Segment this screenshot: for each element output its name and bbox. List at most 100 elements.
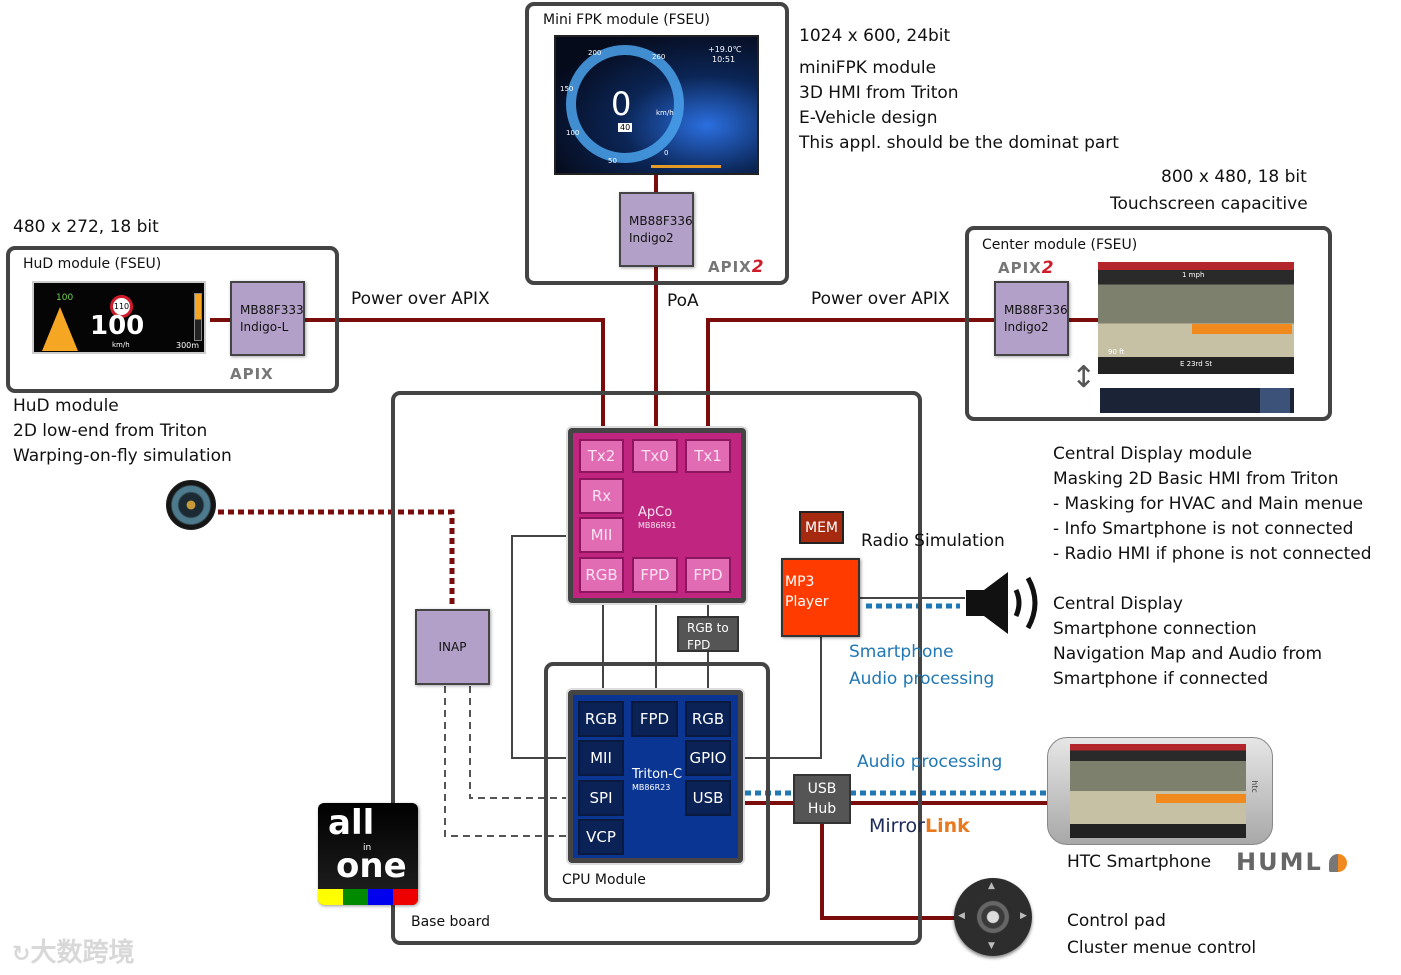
- mp3-player: MP3 Player: [781, 558, 860, 637]
- all-in-one-logo: all in one: [318, 803, 418, 905]
- hud-title: HuD module (FSEU): [23, 256, 162, 272]
- logo-all: all: [328, 803, 375, 843]
- watermark: ↻大数跨境: [12, 938, 135, 968]
- hud-distance: 300m: [176, 341, 200, 350]
- huml-bird-icon: [1328, 854, 1347, 872]
- apco-pin-tx0: Tx0: [632, 439, 678, 473]
- mini-fpk-screen: 0 km/h 40 +19.0℃ 10:51 200 260 150 100 5…: [554, 35, 759, 175]
- hud-set-speed: 100: [56, 293, 74, 303]
- speed-limit: 40: [618, 123, 633, 132]
- triton-pin-mii: MII: [578, 740, 624, 776]
- apco-pin-rgb: RGB: [579, 557, 624, 593]
- apco-pin-fpd-2: FPD: [685, 557, 731, 593]
- hud-note-2: 2D low-end from Triton: [13, 421, 208, 441]
- hud-note-3: Warping-on-fly simulation: [13, 446, 232, 466]
- speaker-icon: [966, 572, 1038, 634]
- rgb-to-fpd-converter: RGB to FPD: [677, 616, 739, 652]
- center-note-b-1: Central Display: [1053, 594, 1183, 614]
- inap-chip: INAP: [415, 609, 490, 685]
- chip-name: Indigo2: [1004, 319, 1049, 334]
- usb-hub: USB Hub: [793, 774, 851, 824]
- apix2-logo: APIX2: [998, 258, 1055, 278]
- mini-fpk-chip: MB88F336 Indigo2: [619, 192, 694, 267]
- huml-logo: HUML: [1236, 848, 1347, 876]
- control-pad-label-1: Control pad: [1067, 911, 1166, 931]
- inap-spi-link: [469, 686, 575, 799]
- triton-pin-rgb-1: RGB: [578, 701, 624, 737]
- phone-brand-mark: htc: [1249, 780, 1259, 793]
- hud-unit: km/h: [112, 341, 130, 349]
- center-note-b-4: Smartphone if connected: [1053, 669, 1269, 689]
- mini-fpk-note-4: This appl. should be the dominat part: [799, 133, 1119, 153]
- triton-name: Triton-C: [632, 767, 683, 782]
- mp3-label-1: MP3: [785, 574, 815, 590]
- radio-simulation-label: Radio Simulation: [861, 531, 1005, 551]
- hud-module: [6, 246, 339, 393]
- hud-screen: 100 110 100 km/h 300m: [32, 281, 206, 354]
- converter-label-1: RGB to: [687, 621, 729, 635]
- apco-pin-rx: Rx: [579, 478, 624, 514]
- apco-name: ApCo: [638, 505, 673, 520]
- hud-speed: 100: [90, 311, 145, 341]
- center-nav-screen: 1 mph E 23rd St 90 ft: [1098, 262, 1294, 374]
- center-note-a-1: Central Display module: [1053, 444, 1253, 464]
- smartphone-audio-label-2: Audio processing: [849, 669, 995, 689]
- nav-distance: 90 ft: [1108, 348, 1125, 356]
- tick-200: 200: [588, 49, 602, 57]
- chip-name: Indigo-L: [240, 319, 289, 334]
- tick-150: 150: [560, 85, 574, 93]
- usb-hub-label-1: USB: [807, 781, 837, 797]
- menu-settings-selected: [1260, 388, 1290, 413]
- tick-0: 0: [664, 149, 669, 157]
- mini-fpk-note-3: E-Vehicle design: [799, 108, 938, 128]
- triton-pin-usb: USB: [685, 780, 731, 816]
- route-line: [1192, 324, 1292, 334]
- converter-label-2: FPD: [687, 638, 711, 652]
- center-module: [965, 226, 1332, 421]
- center-menu-bar: [1100, 388, 1294, 413]
- apco-pin-fpd-1: FPD: [632, 557, 678, 593]
- usb-hub-label-2: Hub: [807, 801, 837, 817]
- hud-spec: 480 x 272, 18 bit: [13, 217, 159, 237]
- mini-fpk-title: Mini FPK module (FSEU): [543, 12, 710, 28]
- center-title: Center module (FSEU): [982, 237, 1138, 253]
- chip-part: MB88F336: [1004, 302, 1068, 317]
- chip-part: MB88F333: [240, 302, 304, 317]
- apco-pin-tx1: Tx1: [685, 439, 731, 473]
- apix-logo: APIX: [230, 365, 274, 383]
- cpu-module: [544, 662, 770, 902]
- nav-street: E 23rd St: [1180, 360, 1213, 368]
- center-spec-1: 800 x 480, 18 bit: [1161, 167, 1307, 187]
- tick-50: 50: [608, 157, 617, 165]
- mini-fpk-note-2: 3D HMI from Triton: [799, 83, 959, 103]
- speed-value: 0: [611, 85, 632, 123]
- control-pad-icon: ▲ ▼ ◀ ▶: [954, 878, 1032, 956]
- nav-speed: 1 mph: [1182, 271, 1205, 279]
- center-note-a-5: - Radio HMI if phone is not connected: [1053, 544, 1372, 564]
- mem-chip: MEM: [799, 511, 844, 544]
- mini-fpk-note-1: miniFPK module: [799, 58, 937, 78]
- tick-100: 100: [566, 129, 580, 137]
- center-spec-2: Touchscreen capacitive: [1110, 194, 1308, 214]
- logo-in: in: [363, 843, 372, 853]
- clock: 10:51: [712, 55, 736, 64]
- base-board-label: Base board: [411, 914, 490, 930]
- control-pad-label-2: Cluster menue control: [1067, 938, 1257, 958]
- apco-pin-tx2: Tx2: [579, 439, 624, 473]
- mp3-label-2: Player: [785, 594, 829, 610]
- phone-label: HTC Smartphone: [1067, 852, 1212, 872]
- inap-vcp-link: [444, 686, 575, 837]
- triton-pin-gpio: GPIO: [685, 740, 731, 776]
- triton-part: MB86R23: [632, 783, 671, 792]
- updown-arrow-icon: ↕: [1071, 360, 1097, 395]
- audio-processing-label: Audio processing: [857, 752, 1003, 772]
- speed-unit: km/h: [656, 109, 674, 117]
- tick-260: 260: [652, 53, 666, 61]
- camera-icon: [166, 480, 216, 530]
- triton-pin-fpd: FPD: [631, 701, 678, 737]
- center-note-b-2: Smartphone connection: [1053, 619, 1257, 639]
- cpu-module-label: CPU Module: [562, 872, 646, 888]
- fuel-bar: [651, 165, 721, 168]
- center-note-a-3: - Masking for HVAC and Main menue: [1053, 494, 1364, 514]
- chip-part: MB88F336: [629, 213, 693, 228]
